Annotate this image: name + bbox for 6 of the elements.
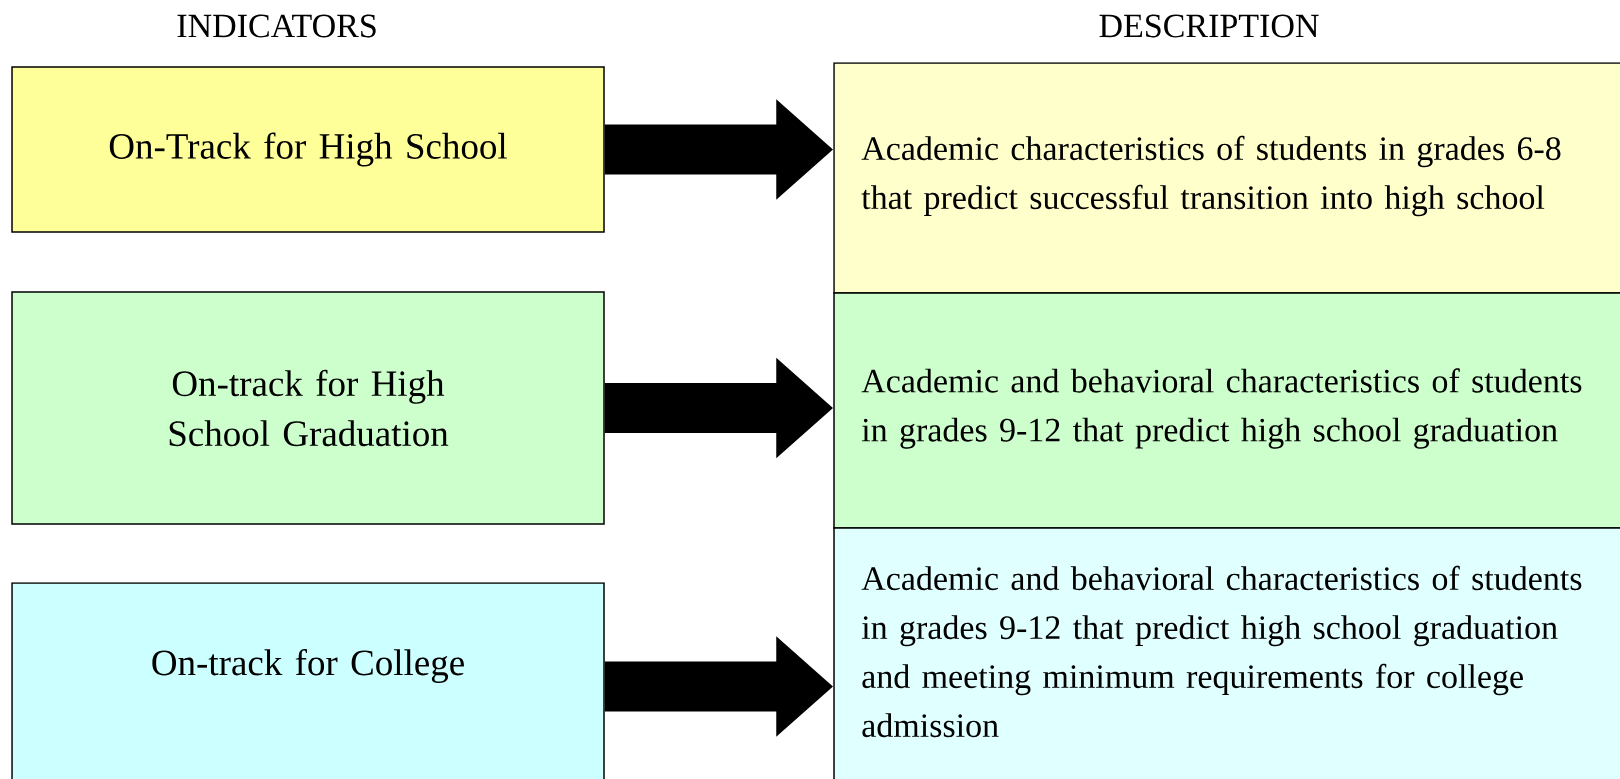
description-box: Academic characteristics of students in grades 6-8 that predict successful transition into high school — [833, 62, 1620, 294]
indicator-box: On-track for College — [11, 582, 605, 779]
description-box: Academic and behavioral characteristics of students in grades 9-12 that predict high school graduation — [833, 292, 1620, 529]
indicator-box: On-Track for High School — [11, 66, 605, 233]
indicator-box: On-track for High School Graduation — [11, 291, 605, 525]
description-box: Academic and behavioral characteristics of students in grades 9-12 that predict high school graduation and meeting minimum requirements for college admission — [833, 527, 1620, 779]
